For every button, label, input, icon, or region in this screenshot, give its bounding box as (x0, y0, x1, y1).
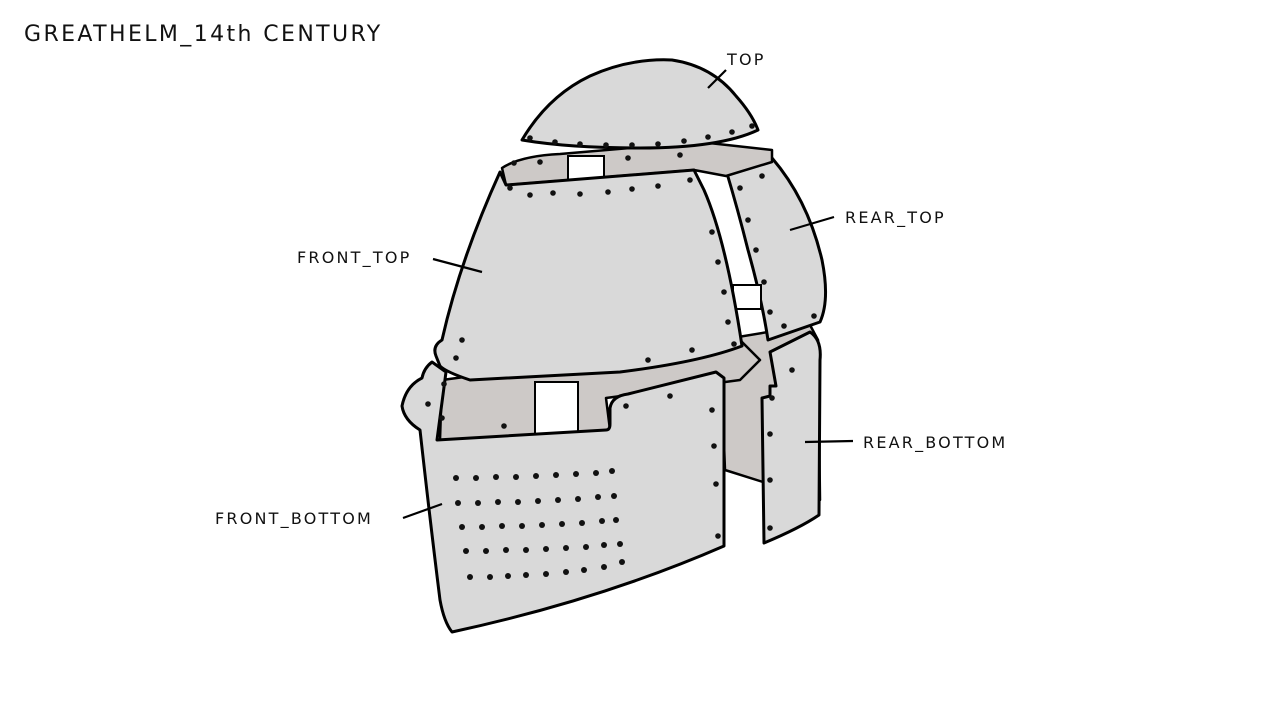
side-gap (732, 284, 762, 310)
rear-top-plate (724, 156, 827, 342)
label-rear-bottom: REAR_BOTTOM (863, 433, 1008, 452)
leader-rear-bottom (804, 439, 854, 444)
top-dome-plate (520, 58, 760, 150)
breathing-holes (453, 468, 625, 580)
label-front-top: FRONT_TOP (297, 248, 412, 267)
front-bottom-plate (400, 360, 726, 634)
eye-slit-gap (534, 381, 579, 435)
label-front-bottom: FRONT_BOTTOM (215, 509, 374, 528)
label-rear-top: REAR_TOP (845, 208, 946, 227)
rear-bottom-plate (760, 330, 822, 545)
rivets-front-top (453, 152, 737, 363)
rivets-front-band (425, 381, 721, 539)
front-top-plate (433, 168, 744, 382)
rivets-rear-bottom (767, 367, 795, 531)
label-top: TOP (727, 50, 766, 69)
rivets-rear-top (737, 173, 817, 329)
leader-front-top (432, 257, 483, 274)
leader-front-bottom (402, 502, 443, 520)
leader-top (707, 69, 727, 89)
diagram-title: GREATHELM_14th CENTURY (24, 22, 383, 47)
rivets-top-dome (527, 123, 755, 148)
leader-rear-top (789, 215, 835, 232)
